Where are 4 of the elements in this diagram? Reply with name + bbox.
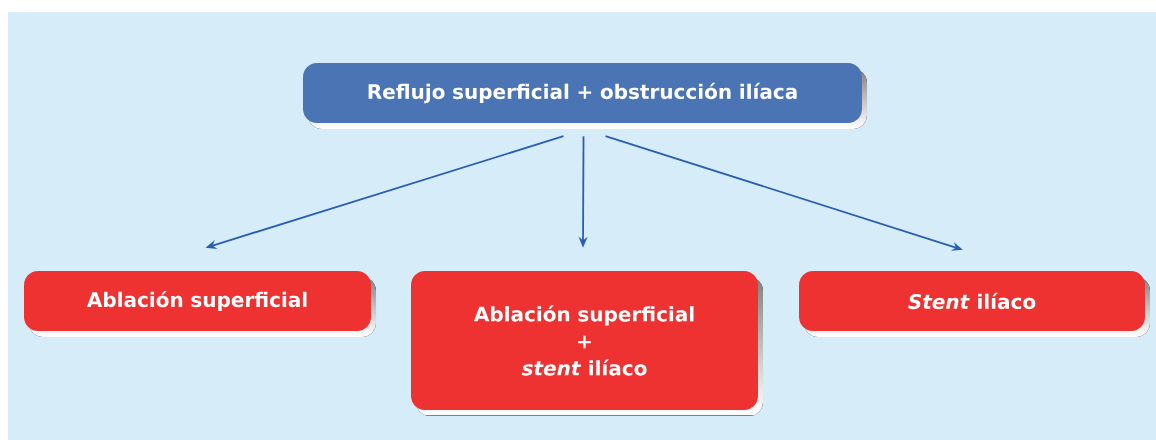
option-box: Stent ilíaco bbox=[799, 271, 1150, 337]
option-box: Ablación superficial bbox=[24, 271, 376, 337]
title-box: Reflujo superficial + obstrucción ilíaca bbox=[303, 63, 867, 129]
option-box: Ablación superficial + stent ilíaco bbox=[411, 271, 763, 416]
